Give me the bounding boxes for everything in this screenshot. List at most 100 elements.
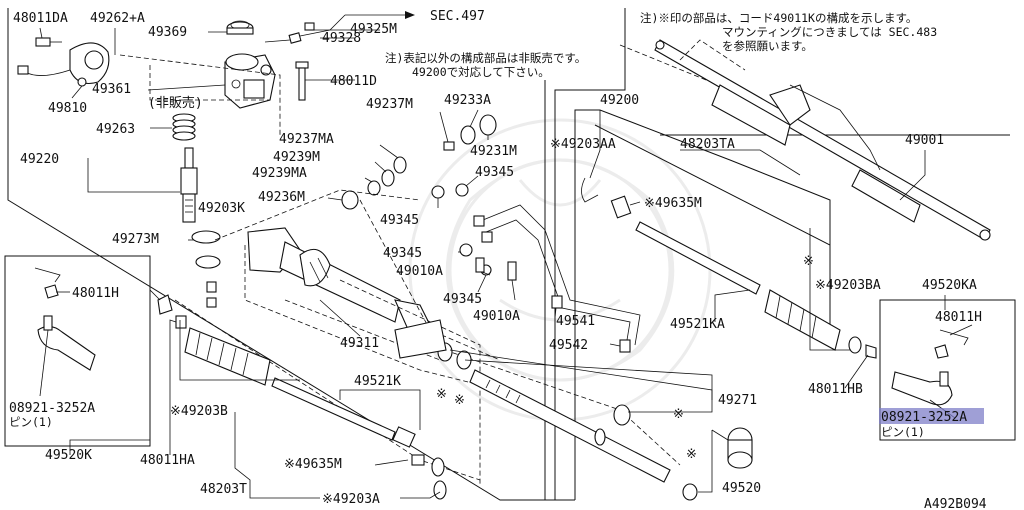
clip-49635M	[411, 454, 425, 466]
label-49237M[interactable]: 49237M	[366, 97, 413, 112]
label-pin-left: ピン(1)	[9, 415, 53, 429]
label-49271[interactable]: 49271	[718, 393, 757, 408]
washer-49345-b	[455, 183, 469, 197]
seal-small-a	[206, 281, 217, 293]
label-49001[interactable]: 49001	[905, 133, 944, 148]
steering-gear-assembly-49001	[654, 39, 991, 241]
label-49635M-bottom[interactable]: ※49635M	[284, 457, 342, 472]
label-49520[interactable]: 49520	[722, 481, 761, 496]
asterisk-mark-3: ※	[673, 407, 684, 422]
fitting-49541	[551, 295, 563, 309]
label-49203A[interactable]: ※49203A	[322, 492, 380, 507]
label-48203TA[interactable]: 48203TA	[680, 137, 735, 152]
tie-rod-end-left	[34, 267, 96, 371]
selected-part-highlight	[879, 408, 984, 424]
asterisk-mark-1: ※	[436, 387, 447, 402]
boot-49520K	[184, 327, 271, 386]
o-ring-49273M	[195, 255, 221, 269]
label-08921-3252A-left[interactable]: 08921-3252A	[9, 401, 95, 416]
inner-rod-49521KA	[635, 221, 761, 295]
seal-small-b	[206, 297, 217, 308]
label-49236M[interactable]: 49236M	[258, 190, 305, 205]
label-49325M[interactable]: 49325M	[350, 22, 397, 37]
mid-note-line-2: 49200で対応して下さい。	[412, 65, 550, 79]
diagram-frames	[4, 8, 1016, 501]
label-49263[interactable]: 49263	[96, 122, 135, 137]
ring-49237MA	[393, 156, 407, 174]
label-49520K[interactable]: 49520K	[45, 448, 92, 463]
label-49200[interactable]: 49200	[600, 93, 639, 108]
boot-49520KA	[764, 289, 841, 351]
rack-49271	[394, 319, 671, 483]
label-49010A-b[interactable]: 49010A	[473, 309, 520, 324]
label-49203B[interactable]: ※49203B	[170, 404, 228, 419]
label-pin-right: ピン(1)	[881, 425, 925, 439]
label-49541[interactable]: 49541	[556, 314, 595, 329]
nut-48011H-left	[44, 284, 59, 299]
bushing-49236M	[341, 190, 359, 210]
label-08921-3252A-right[interactable]: 08921-3252A	[881, 410, 967, 425]
valve-seal-column	[341, 114, 517, 281]
label-49262A[interactable]: 49262+A	[90, 11, 145, 26]
valve-body-49361	[224, 53, 276, 109]
watermark-emblem	[408, 118, 712, 422]
label-49521KA[interactable]: 49521KA	[670, 317, 725, 332]
label-49520KA[interactable]: 49520KA	[922, 278, 977, 293]
left-rack-parts	[157, 294, 447, 500]
spring-stack-49263	[172, 113, 196, 141]
tie-rod-end-box-right	[879, 299, 1016, 441]
boot-49520	[682, 427, 753, 501]
sensor-49810	[17, 42, 110, 87]
label-49273M[interactable]: 49273M	[112, 232, 159, 247]
label-48203T[interactable]: 48203T	[200, 482, 247, 497]
label-48011H-left[interactable]: 48011H	[72, 286, 119, 301]
label-49810[interactable]: 49810	[48, 101, 87, 116]
label-49239M[interactable]: 49239M	[273, 150, 320, 165]
tie-rod-end-right	[891, 329, 969, 406]
label-49203AA[interactable]: ※49203AA	[550, 137, 616, 152]
ring-49239M	[381, 169, 395, 187]
fitting-49542	[619, 339, 631, 353]
inner-rod-49521K	[271, 377, 396, 441]
label-49311[interactable]: 49311	[340, 336, 379, 351]
notes: 注)※印の部品は、コード49011Kの構成を示します。 マウンティングにつきまし…	[385, 11, 937, 79]
label-49345-d[interactable]: 49345	[443, 292, 482, 307]
leader-lines	[39, 27, 973, 499]
label-49203K[interactable]: 49203K	[198, 201, 245, 216]
label-49220[interactable]: 49220	[20, 152, 59, 167]
label-49203BA[interactable]: ※49203BA	[815, 278, 881, 293]
label-49345-a[interactable]: 49345	[475, 165, 514, 180]
valve-housing-group	[17, 14, 346, 308]
label-48011HA[interactable]: 48011HA	[140, 453, 195, 468]
label-49345-c[interactable]: 49345	[383, 246, 422, 261]
pipe-assembly	[473, 204, 641, 353]
bolt-49010A-a	[475, 257, 485, 273]
clamp-49203A	[433, 480, 447, 500]
label-48011DA[interactable]: 48011DA	[13, 11, 68, 26]
clamp-49203B	[175, 315, 187, 329]
label-48011D[interactable]: 48011D	[330, 74, 377, 89]
label-49231M[interactable]: 49231M	[470, 144, 517, 159]
label-49328[interactable]: 49328	[322, 31, 361, 46]
asterisk-mark-2: ※	[454, 393, 465, 408]
label-48011H-right[interactable]: 48011H	[935, 310, 982, 325]
label-49369[interactable]: 49369	[148, 25, 187, 40]
label-49635M-mid[interactable]: ※49635M	[644, 196, 702, 211]
seal-49271	[613, 404, 631, 426]
label-49521K[interactable]: 49521K	[354, 374, 401, 389]
right-rack-parts	[581, 177, 877, 359]
label-49237MA[interactable]: 49237MA	[279, 132, 334, 147]
label-49010A-a[interactable]: 49010A	[396, 264, 443, 279]
label-49361[interactable]: 49361	[92, 82, 131, 97]
bolt-48011DA	[35, 37, 62, 47]
label-49233A[interactable]: 49233A	[444, 93, 491, 108]
label-sec-497[interactable]: SEC.497	[430, 9, 485, 24]
nut-48011HA	[157, 294, 173, 315]
label-49239MA[interactable]: 49239MA	[252, 166, 307, 181]
label-49345-b[interactable]: 49345	[380, 213, 419, 228]
label-49542[interactable]: 49542	[549, 338, 588, 353]
clip-49635M-mid	[610, 195, 632, 219]
bolt-49010A-b	[507, 261, 517, 281]
label-48011HB[interactable]: 48011HB	[808, 382, 863, 397]
nut-48011H-right	[934, 344, 949, 359]
